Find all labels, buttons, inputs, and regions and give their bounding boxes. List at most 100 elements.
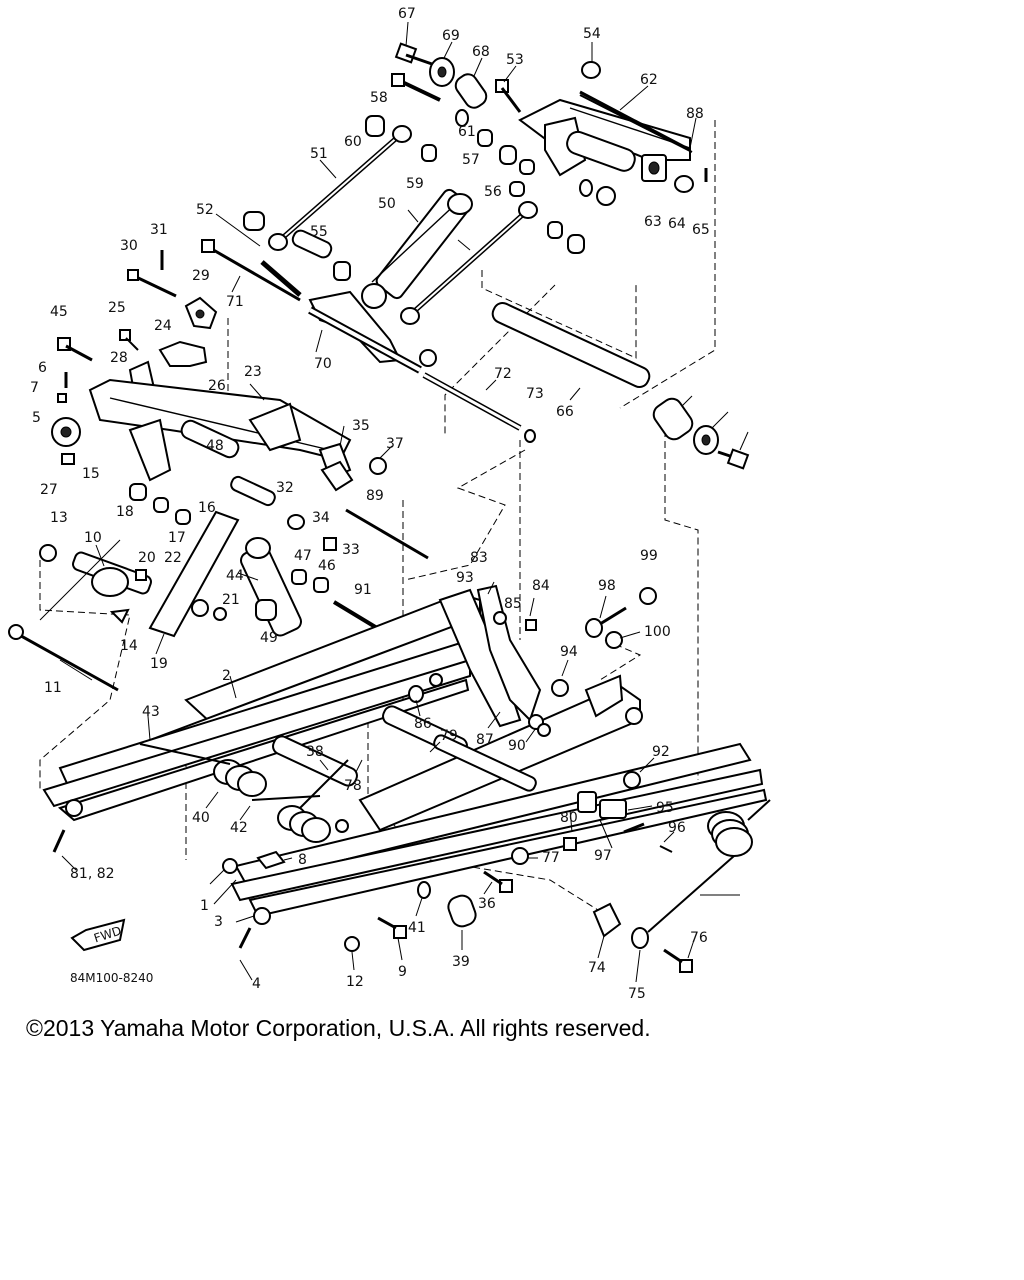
- callout-label: 67: [398, 6, 416, 22]
- callout-labels: 67 69 68 53 54 62 88 58 60 61 51 57 59 5…: [30, 6, 710, 1002]
- callout-label: 56: [484, 184, 502, 200]
- callout-label: 7: [30, 380, 39, 396]
- callout-label: 35: [352, 418, 370, 434]
- callout-label: 96: [668, 820, 686, 836]
- callout-label: 9: [398, 964, 407, 980]
- callout-label: 37: [386, 436, 404, 452]
- callout-label: 72: [494, 366, 512, 382]
- callout-label: 100: [644, 624, 671, 640]
- callout-label: 48: [206, 438, 224, 454]
- callout-label: 36: [478, 896, 496, 912]
- callout-label: 70: [314, 356, 332, 372]
- callout-label: 6: [38, 360, 47, 376]
- callout-label: 45: [50, 304, 68, 320]
- callout-label: 68: [472, 44, 490, 60]
- slide-rails: [42, 584, 768, 952]
- callout-label: 97: [594, 848, 612, 864]
- callout-label: 38: [306, 744, 324, 760]
- callout-label: 32: [276, 480, 294, 496]
- callout-label: 15: [82, 466, 100, 482]
- callout-label: 39: [452, 954, 470, 970]
- callout-label: 1: [200, 898, 209, 914]
- callout-label: 27: [40, 482, 58, 498]
- callout-label: 21: [222, 592, 240, 608]
- copyright-notice: ©2013 Yamaha Motor Corporation, U.S.A. A…: [26, 1015, 651, 1041]
- callout-label: 14: [120, 638, 138, 654]
- callout-label: 90: [508, 738, 526, 754]
- callout-label: 53: [506, 52, 524, 68]
- callout-label: 79: [440, 728, 458, 744]
- callout-label: 60: [344, 134, 362, 150]
- callout-label: 51: [310, 146, 328, 162]
- callout-label: 99: [640, 548, 658, 564]
- callout-label: 86: [414, 716, 432, 732]
- callout-label: 59: [406, 176, 424, 192]
- callout-label: 41: [408, 920, 426, 936]
- callout-label: 19: [150, 656, 168, 672]
- callout-label: 81, 82: [70, 866, 115, 882]
- callout-label: 65: [692, 222, 710, 238]
- callout-label: 30: [120, 238, 138, 254]
- callout-label: 34: [312, 510, 330, 526]
- parts-exploded-diagram: FWD: [8, 6, 771, 1002]
- callout-label: 26: [208, 378, 226, 394]
- callout-label: 69: [442, 28, 460, 44]
- callout-label: 93: [456, 570, 474, 586]
- callout-label: 18: [116, 504, 134, 520]
- callout-label: 33: [342, 542, 360, 558]
- callout-label: 17: [168, 530, 186, 546]
- callout-label: 62: [640, 72, 658, 88]
- callout-label: 75: [628, 986, 646, 1002]
- callout-label: 11: [44, 680, 62, 696]
- callout-label: 89: [366, 488, 384, 504]
- callout-label: 61: [458, 124, 476, 140]
- callout-label: 25: [108, 300, 126, 316]
- callout-label: 24: [154, 318, 172, 334]
- callout-label: 31: [150, 222, 168, 238]
- callout-label: 78: [344, 778, 362, 794]
- callout-label: 44: [226, 568, 244, 584]
- callout-label: 83: [470, 550, 488, 566]
- callout-label: 77: [542, 850, 560, 866]
- callout-label: 73: [526, 386, 544, 402]
- callout-label: 91: [354, 582, 372, 598]
- callout-label: 20: [138, 550, 156, 566]
- callout-label: 2: [222, 668, 231, 684]
- callout-label: 42: [230, 820, 248, 836]
- callout-label: 40: [192, 810, 210, 826]
- callout-label: 57: [462, 152, 480, 168]
- callout-label: 80: [560, 810, 578, 826]
- callout-label: 50: [378, 196, 396, 212]
- rear-spring-assembly: [592, 799, 771, 973]
- callout-label: 71: [226, 294, 244, 310]
- fwd-arrow: FWD: [70, 918, 126, 952]
- callout-label: 10: [84, 530, 102, 546]
- callout-label: 94: [560, 644, 578, 660]
- callout-label: 13: [50, 510, 68, 526]
- callout-label: 5: [32, 410, 41, 426]
- callout-label: 12: [346, 974, 364, 990]
- callout-label: 3: [214, 914, 223, 930]
- callout-label: 43: [142, 704, 160, 720]
- callout-label: 22: [164, 550, 182, 566]
- callout-label: 4: [252, 976, 261, 992]
- callout-label: 49: [260, 630, 278, 646]
- callout-label: 8: [298, 852, 307, 868]
- drawing-code: 84M100-8240: [70, 971, 153, 985]
- callout-label: 66: [556, 404, 574, 420]
- callout-label: 23: [244, 364, 262, 380]
- callout-label: 87: [476, 732, 494, 748]
- callout-label: 85: [504, 596, 522, 612]
- callout-label: 95: [656, 800, 674, 816]
- callout-label: 58: [370, 90, 388, 106]
- callout-label: 46: [318, 558, 336, 574]
- callout-label: 28: [110, 350, 128, 366]
- callout-label: 98: [598, 578, 616, 594]
- callout-label: 76: [690, 930, 708, 946]
- callout-label: 55: [310, 224, 328, 240]
- callout-label: 29: [192, 268, 210, 284]
- callout-label: 52: [196, 202, 214, 218]
- callout-label: 74: [588, 960, 606, 976]
- callout-label: 88: [686, 106, 704, 122]
- callout-label: 63: [644, 214, 662, 230]
